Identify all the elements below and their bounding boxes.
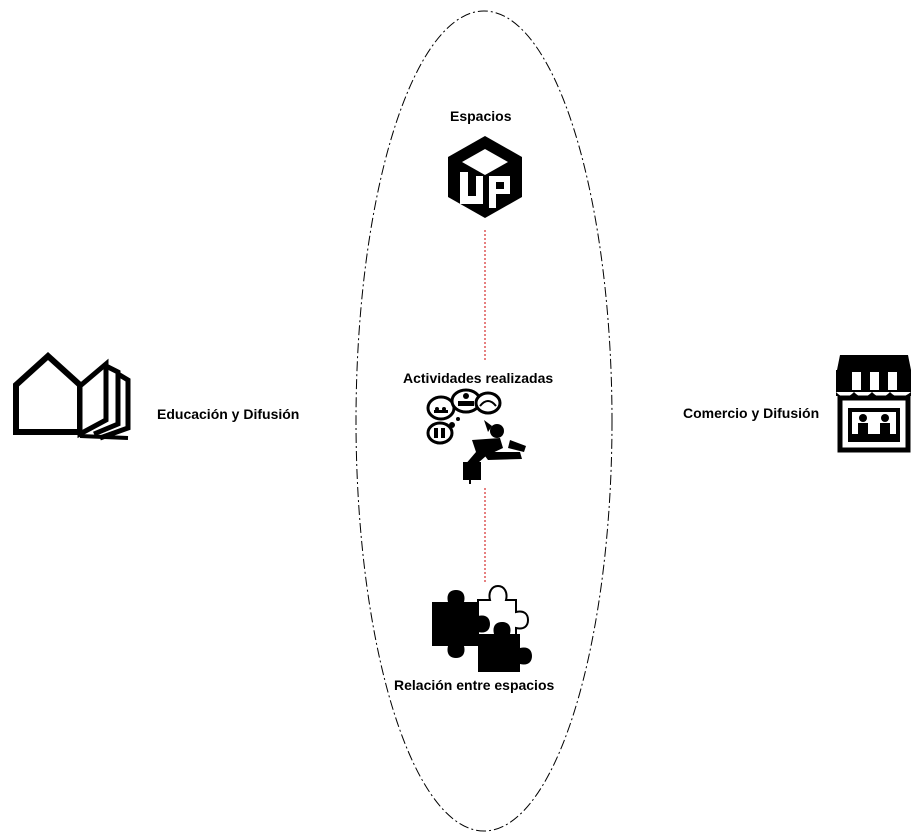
label-comercio-y-difusion: Comercio y Difusión <box>683 405 820 421</box>
label-relacion-entre-espacios: Relación entre espacios <box>394 677 555 693</box>
storefront-icon <box>836 355 911 453</box>
label-actividades-realizadas: Actividades realizadas <box>403 370 554 386</box>
puzzle-icon <box>432 584 532 672</box>
house-book-icon <box>13 351 131 441</box>
up-cube-icon <box>448 136 522 218</box>
activities-icon <box>426 388 526 484</box>
label-espacios: Espacios <box>450 108 512 124</box>
label-educacion-y-difusion: Educación y Difusión <box>157 406 300 422</box>
central-ellipse <box>355 10 613 832</box>
